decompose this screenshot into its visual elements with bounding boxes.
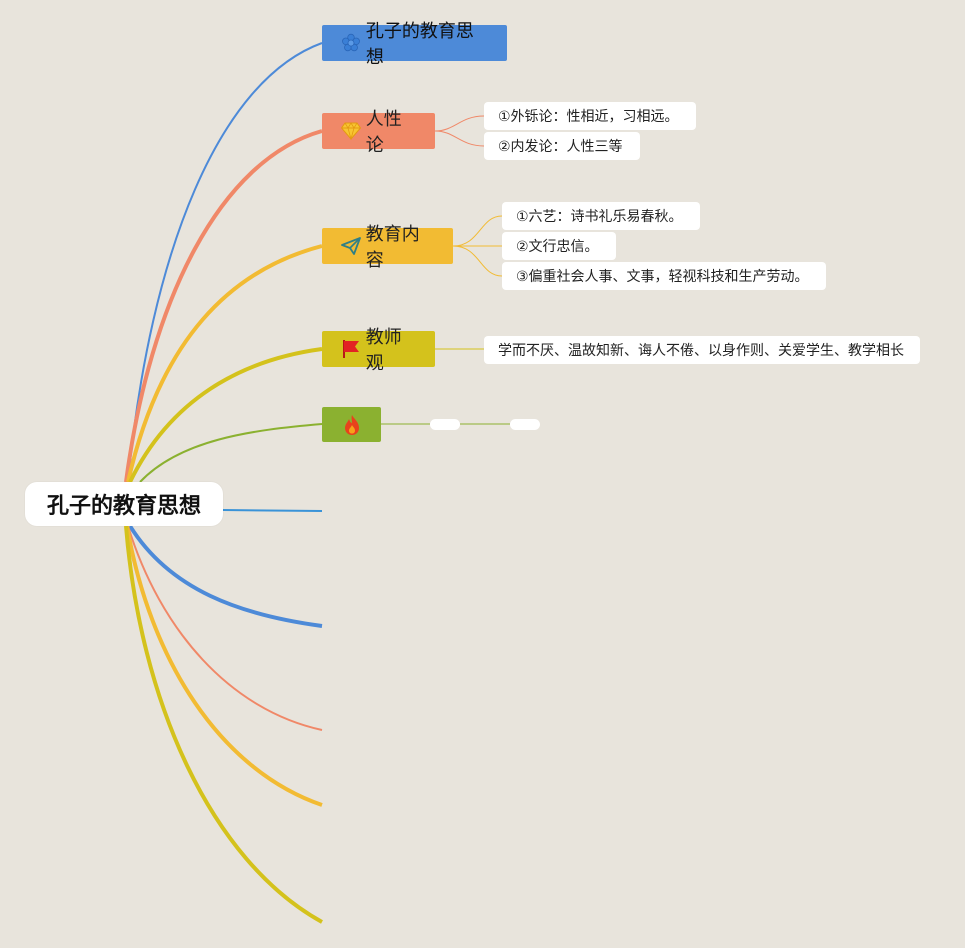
- subtopic-2-1[interactable]: ①外铄论：性相近，习相远。: [484, 102, 696, 130]
- paper-plane-icon: [340, 235, 362, 257]
- branch-line-4: [128, 347, 323, 483]
- branch-line-2: [124, 129, 323, 483]
- topic-3-label: 教育内容: [365, 224, 420, 271]
- branch-line-10: [124, 525, 323, 924]
- subtopic-3-2[interactable]: ②文行忠信。: [502, 232, 616, 260]
- root-topic-label: 孔子的教育思想: [46, 494, 201, 519]
- subtopic-4-1[interactable]: 学而不厌、温故知新、诲人不倦、以身作则、关爱学生、教学相长: [484, 336, 920, 364]
- blue-flower-icon: [340, 32, 362, 54]
- sub-line-3-3: [452, 245, 503, 277]
- subtopic-2-1-label: ①外铄论：性相近，习相远。: [498, 109, 679, 125]
- sub-line-3-1: [452, 215, 503, 247]
- topic-4[interactable]: 教师观: [322, 327, 435, 374]
- branch-line-5: [139, 423, 323, 483]
- empty-subtopic-5-2[interactable]: [510, 419, 540, 430]
- topic-1[interactable]: 孔子的教育思想: [322, 21, 507, 68]
- branch-line-9: [125, 525, 323, 807]
- subtopic-3-2-label: ②文行忠信。: [516, 239, 599, 255]
- branch-line-7: [128, 524, 323, 628]
- topic-2-label: 人性论: [365, 109, 402, 156]
- diamond-icon: [340, 120, 362, 142]
- subtopic-3-3-label: ③偏重社会人事、文事，轻视科技和生产劳动。: [516, 269, 809, 285]
- red-flag-icon: [340, 338, 362, 360]
- subtopic-3-1[interactable]: ①六艺：诗书礼乐易春秋。: [502, 202, 700, 230]
- topic-3[interactable]: 教育内容: [322, 224, 453, 271]
- topic-1-label: 孔子的教育思想: [365, 21, 474, 68]
- branch-line-8: [127, 525, 323, 731]
- subtopic-2-2-label: ②内发论：人性三等: [498, 139, 623, 155]
- sub-line-2-1: [434, 115, 485, 132]
- branch-line-6: [222, 509, 323, 512]
- subtopic-4-1-label: 学而不厌、温故知新、诲人不倦、以身作则、关爱学生、教学相长: [498, 343, 904, 359]
- subtopic-3-1-label: ①六艺：诗书礼乐易春秋。: [516, 209, 683, 225]
- sub-line-2-2: [434, 130, 485, 147]
- topic-2[interactable]: 人性论: [322, 109, 435, 156]
- branch-line-1: [127, 42, 323, 483]
- topic-5[interactable]: [322, 407, 381, 442]
- root-topic[interactable]: 孔子的教育思想: [25, 482, 223, 526]
- branch-line-3: [126, 244, 323, 483]
- topic-4-label: 教师观: [365, 327, 402, 374]
- subtopic-3-3[interactable]: ③偏重社会人事、文事，轻视科技和生产劳动。: [502, 262, 826, 290]
- fire-icon: [341, 414, 363, 436]
- subtopic-2-2[interactable]: ②内发论：人性三等: [484, 132, 640, 160]
- empty-subtopic-5-1[interactable]: [430, 419, 460, 430]
